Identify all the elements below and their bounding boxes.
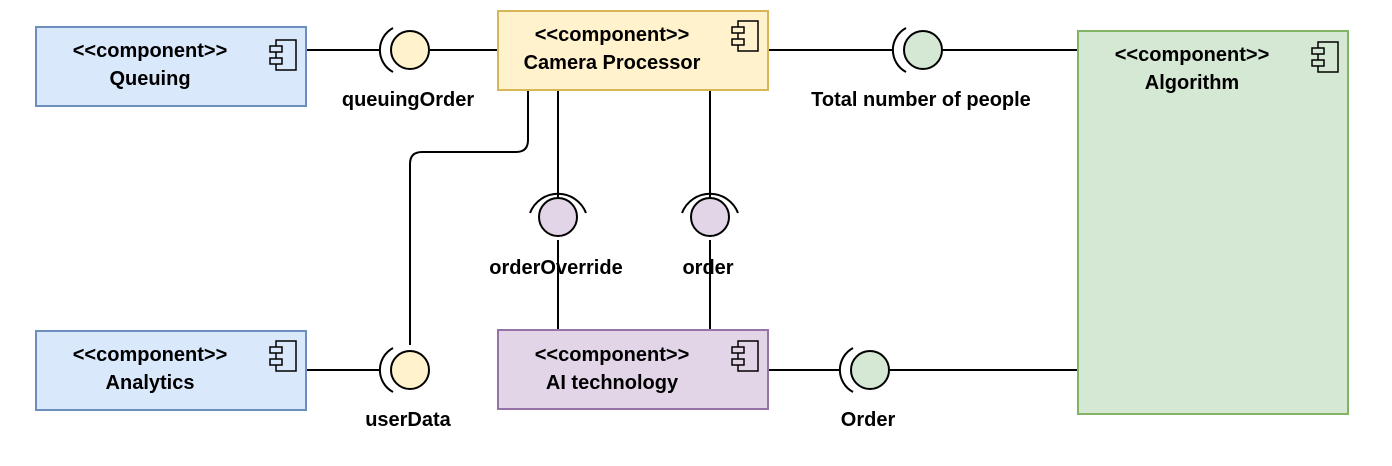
interface-order[interactable]: order [681, 192, 739, 279]
interface-label: orderOverride [489, 257, 622, 279]
stereotype-label: <<component>> [73, 40, 228, 62]
interface-label: Total number of people [811, 89, 1031, 111]
interface-label: queuingOrder [342, 89, 474, 111]
lollipop-ball [390, 350, 430, 390]
component-icon [1311, 41, 1339, 73]
interface-orderOverride[interactable]: orderOverride [489, 192, 623, 279]
interface-label: Order [841, 409, 896, 431]
stereotype-label: <<component>> [73, 344, 228, 366]
interface-queuingOrder[interactable]: queuingOrder [342, 27, 474, 111]
connector-camera-userData [409, 90, 529, 345]
interface-Order[interactable]: Order [838, 347, 896, 431]
interface-userData[interactable]: userData [365, 347, 452, 431]
interface-total-number-of-people[interactable]: Total number of people [811, 27, 1031, 111]
stereotype-label: <<component>> [535, 24, 690, 46]
component-name: Algorithm [1145, 72, 1239, 94]
lollipop-ball [690, 197, 730, 237]
component-analytics[interactable]: <<component>> Analytics [35, 330, 307, 411]
lollipop-ball [850, 350, 890, 390]
socket-arc [529, 192, 587, 214]
component-name: AI technology [546, 372, 679, 394]
interface-label: userData [365, 409, 451, 431]
socket-arc [681, 192, 739, 214]
component-ai-technology[interactable]: <<component>> AI technology [497, 329, 769, 410]
component-name: Analytics [106, 372, 195, 394]
socket-arc [838, 347, 854, 393]
component-name: Camera Processor [524, 52, 701, 74]
lollipop-ball [390, 30, 430, 70]
stereotype-label: <<component>> [1115, 44, 1270, 66]
stereotype-label: <<component>> [535, 344, 690, 366]
component-icon [269, 340, 297, 372]
component-icon [731, 20, 759, 52]
socket-arc [378, 27, 394, 73]
component-algorithm[interactable]: <<component>> Algorithm [1077, 30, 1349, 415]
lollipop-ball [538, 197, 578, 237]
interface-label: order [682, 257, 733, 279]
socket-arc [378, 347, 394, 393]
component-name: Queuing [109, 68, 190, 90]
lollipop-ball [903, 30, 943, 70]
component-queuing[interactable]: <<component>> Queuing [35, 26, 307, 107]
component-icon [269, 39, 297, 71]
connectors [306, 49, 1078, 371]
socket-arc [891, 27, 907, 73]
component-camera-processor[interactable]: <<component>> Camera Processor [497, 10, 769, 91]
component-icon [731, 340, 759, 372]
